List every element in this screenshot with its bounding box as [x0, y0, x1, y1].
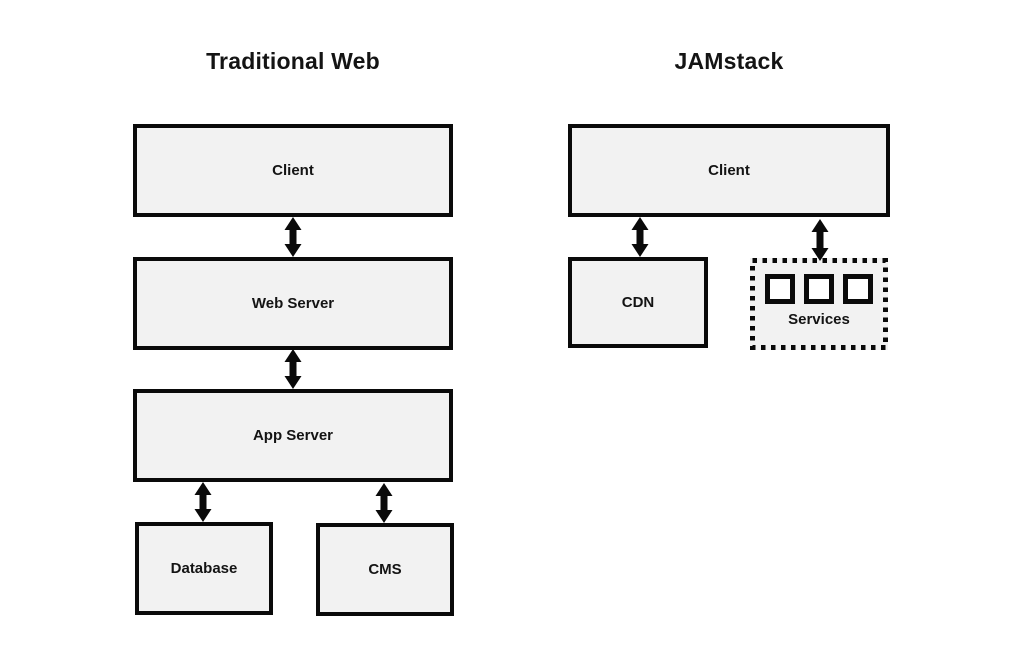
service-box-icon [843, 274, 873, 304]
service-icons [765, 274, 873, 304]
node-app-server: App Server [133, 389, 453, 482]
jamstack-title: JAMstack [674, 48, 784, 74]
node-label: Database [170, 560, 238, 577]
node-label: App Server [252, 427, 334, 444]
double-arrow-webserver-appserver-icon [284, 349, 302, 389]
service-box-icon [765, 274, 795, 304]
node-cms: CMS [316, 523, 454, 616]
node-label: Client [272, 162, 314, 179]
node-client-jamstack: Client [568, 124, 890, 217]
double-arrow-client-webserver-icon [284, 217, 302, 257]
node-web-server: Web Server [133, 257, 453, 350]
node-label: Web Server [251, 295, 335, 312]
node-label: Client [708, 162, 750, 179]
node-cdn: CDN [568, 257, 708, 348]
dotted-border [750, 258, 888, 350]
node-label: Services [788, 311, 850, 328]
double-arrow-appserver-cms-icon [375, 483, 393, 523]
node-client-traditional: Client [133, 124, 453, 217]
traditional-web-title: Traditional Web [206, 48, 380, 74]
node-label: CDN [621, 294, 655, 311]
double-arrow-client-cdn-icon [631, 217, 649, 257]
service-box-icon [804, 274, 834, 304]
double-arrow-client-services-icon [811, 219, 829, 261]
double-arrow-appserver-database-icon [194, 482, 212, 522]
node-label: CMS [368, 561, 402, 578]
node-services: Services [750, 258, 888, 350]
node-database: Database [135, 522, 273, 615]
